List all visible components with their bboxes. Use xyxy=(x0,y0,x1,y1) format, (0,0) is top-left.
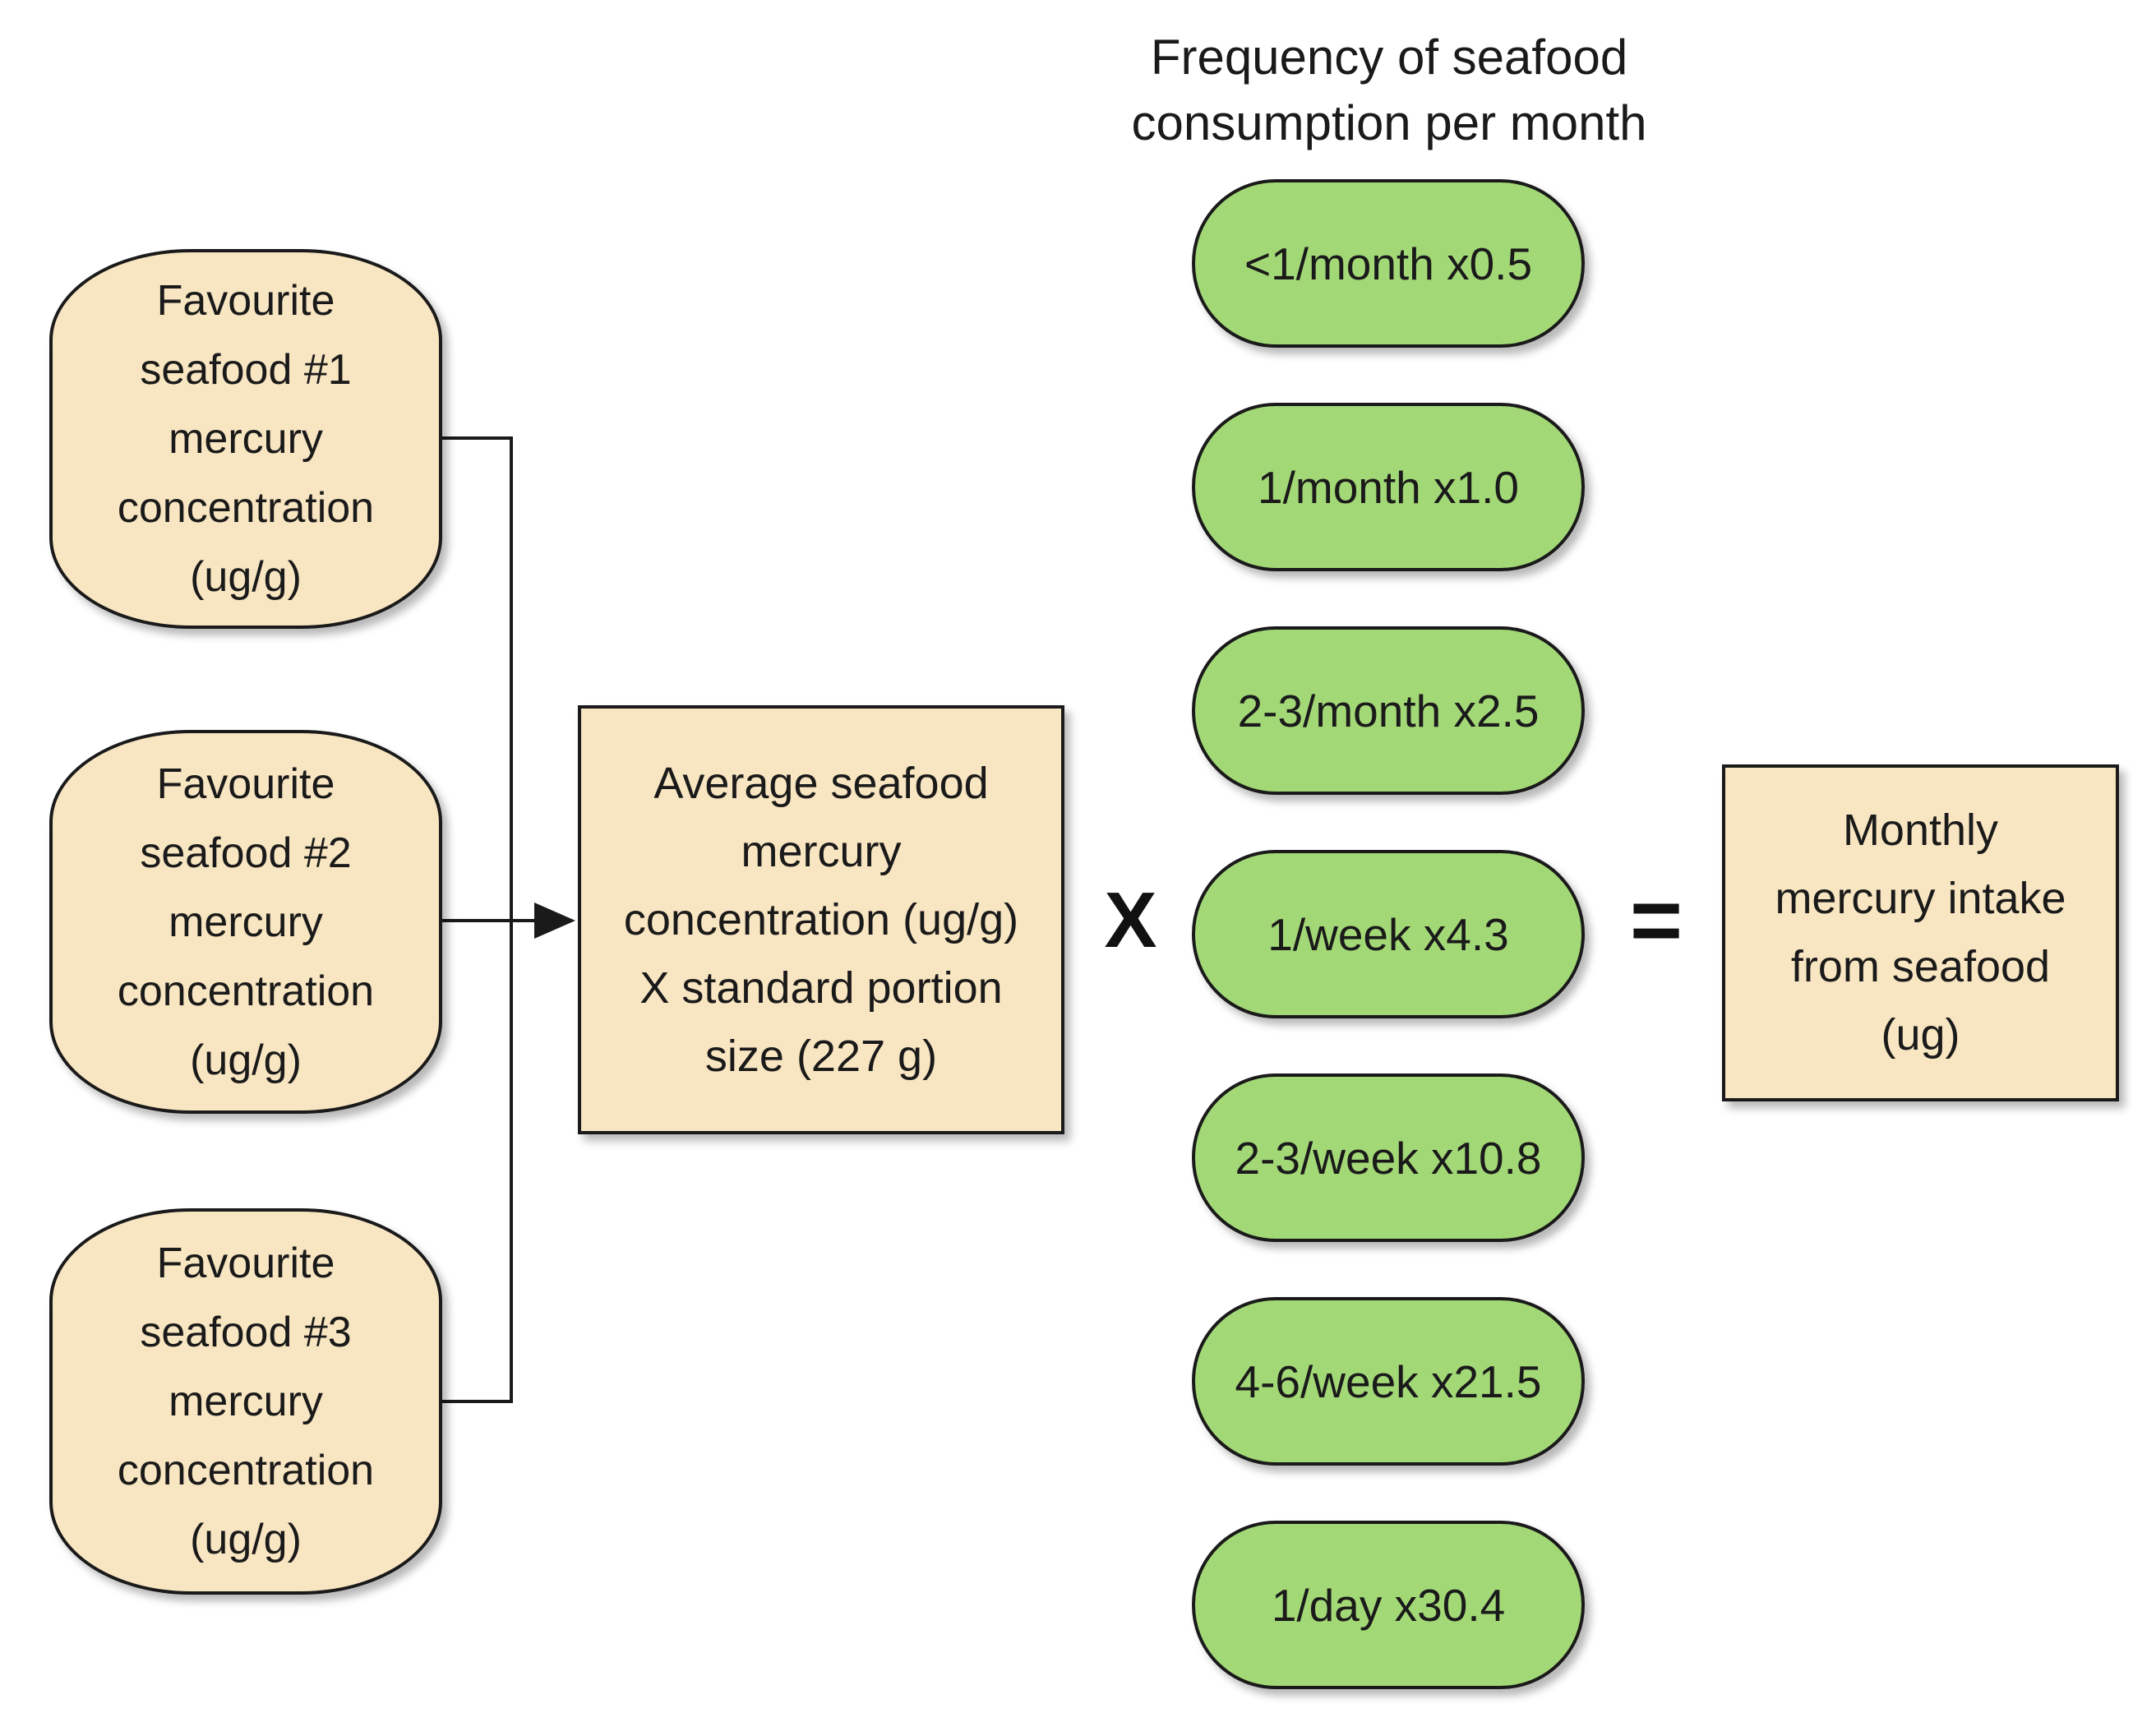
input-2-line-3: mercury xyxy=(169,898,323,946)
input-2-line-2: seafood #2 xyxy=(140,829,352,877)
frequency-option-6: 4-6/week x21.5 xyxy=(1192,1297,1585,1466)
input-1-line-5: (ug/g) xyxy=(190,553,302,601)
result-line-1: Monthly xyxy=(1842,806,1999,855)
frequency-option-3-label: 2-3/month x2.5 xyxy=(1237,685,1540,736)
frequency-option-3: 2-3/month x2.5 xyxy=(1192,626,1585,795)
input-1-line-1: Favourite xyxy=(156,277,335,325)
frequency-heading: Frequency of seafood consumption per mon… xyxy=(1060,25,1718,156)
frequency-option-6-label: 4-6/week x21.5 xyxy=(1235,1355,1542,1407)
average-line-4: X standard portion xyxy=(639,963,1003,1013)
equals-sign: = xyxy=(1629,870,1683,971)
input-2-line-1: Favourite xyxy=(156,760,335,808)
multiply-sign: X xyxy=(1104,876,1157,964)
input-3-line-4: concentration xyxy=(117,1447,375,1494)
input-1-line-2: seafood #1 xyxy=(140,346,352,394)
result-line-2: mercury intake xyxy=(1775,874,2066,923)
frequency-option-7-label: 1/day x30.4 xyxy=(1271,1579,1506,1631)
connector-input-3 xyxy=(442,921,513,1403)
input-2-line-5: (ug/g) xyxy=(190,1036,302,1084)
input-1-line-3: mercury xyxy=(169,415,323,463)
input-1-line-4: concentration xyxy=(117,484,375,532)
result-line-4: (ug) xyxy=(1881,1010,1960,1060)
result-line-3: from seafood xyxy=(1790,942,2051,991)
connector-input-1 xyxy=(442,436,513,921)
frequency-option-4: 1/week x4.3 xyxy=(1192,850,1585,1018)
average-line-2: mercury xyxy=(741,826,902,876)
average-line-5: size (227 g) xyxy=(704,1031,938,1081)
input-2-line-4: concentration xyxy=(117,967,375,1015)
frequency-option-1: <1/month x0.5 xyxy=(1192,179,1585,348)
input-3-line-5: (ug/g) xyxy=(190,1516,302,1563)
frequency-option-2: 1/month x1.0 xyxy=(1192,403,1585,571)
monthly-intake-box: Monthly mercury intake from seafood (ug) xyxy=(1722,764,2119,1101)
input-3-line-2: seafood #3 xyxy=(140,1309,352,1356)
frequency-option-4-label: 1/week x4.3 xyxy=(1267,908,1509,960)
frequency-option-5-label: 2-3/week x10.8 xyxy=(1235,1132,1542,1184)
average-line-3: concentration (ug/g) xyxy=(623,894,1019,944)
frequency-heading-line-2: consumption per month xyxy=(1131,95,1647,150)
frequency-option-2-label: 1/month x1.0 xyxy=(1258,461,1519,513)
frequency-option-5: 2-3/week x10.8 xyxy=(1192,1073,1585,1242)
average-line-1: Average seafood xyxy=(653,758,989,808)
arrow-head xyxy=(534,903,575,939)
frequency-heading-line-1: Frequency of seafood xyxy=(1150,30,1628,85)
input-seafood-3: Favourite seafood #3 mercury concentrati… xyxy=(49,1208,442,1595)
input-3-line-3: mercury xyxy=(169,1378,323,1425)
frequency-option-1-label: <1/month x0.5 xyxy=(1244,238,1533,289)
frequency-option-7: 1/day x30.4 xyxy=(1192,1521,1585,1689)
input-seafood-1: Favourite seafood #1 mercury concentrati… xyxy=(49,249,442,629)
input-3-line-1: Favourite xyxy=(156,1240,335,1287)
average-concentration-box: Average seafood mercury concentration (u… xyxy=(578,705,1064,1134)
input-seafood-2: Favourite seafood #2 mercury concentrati… xyxy=(49,730,442,1114)
